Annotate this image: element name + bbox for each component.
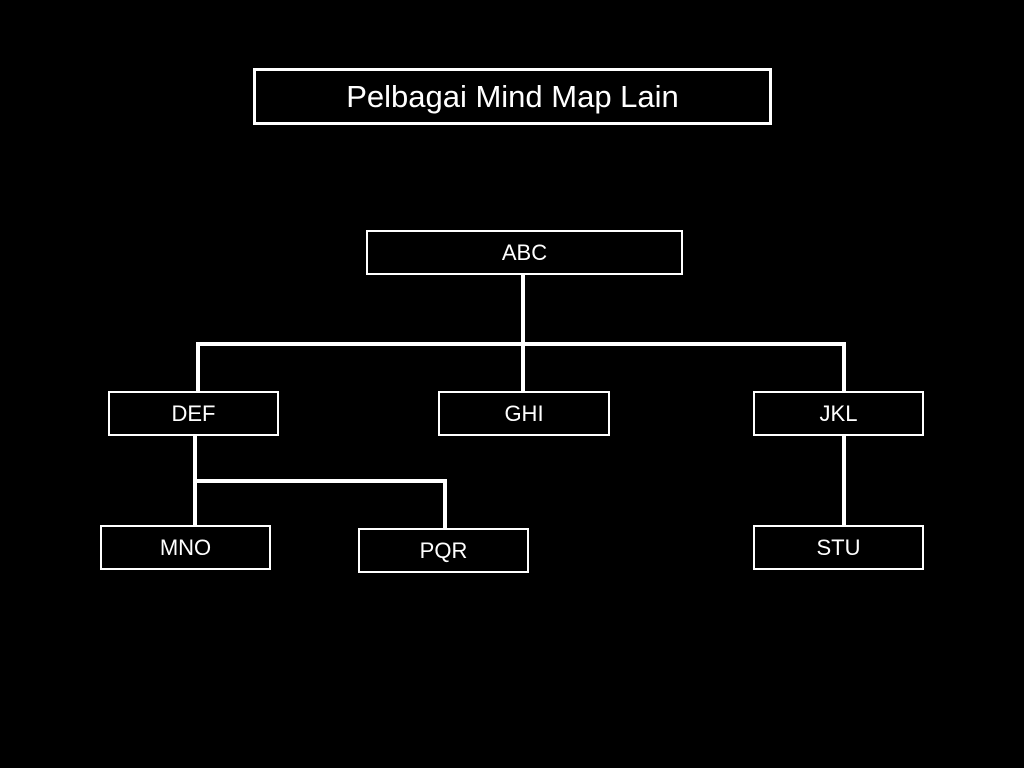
node-pqr: PQR — [358, 528, 529, 573]
connector-to-ghi — [521, 342, 525, 394]
node-jkl: JKL — [753, 391, 924, 436]
connector-level2-bar — [193, 479, 447, 483]
node-mno: MNO — [100, 525, 271, 570]
connector-abc-trunk — [521, 272, 525, 346]
connector-to-pqr — [443, 479, 447, 529]
slide-title: Pelbagai Mind Map Lain — [253, 68, 772, 125]
node-stu: STU — [753, 525, 924, 570]
node-ghi: GHI — [438, 391, 610, 436]
connector-jkl-to-stu — [842, 434, 846, 528]
node-abc: ABC — [366, 230, 683, 275]
node-def: DEF — [108, 391, 279, 436]
connector-to-jkl — [842, 342, 846, 394]
connector-to-def — [196, 342, 200, 394]
